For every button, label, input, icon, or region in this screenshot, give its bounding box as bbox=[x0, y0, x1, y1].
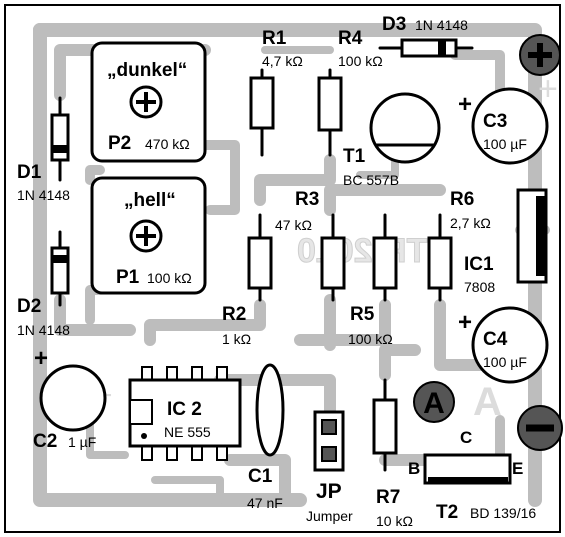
c2-plus: + bbox=[34, 345, 48, 372]
d2-value: 1N 4148 bbox=[17, 322, 70, 338]
r4-ref: R4 bbox=[338, 28, 363, 49]
resistor-r2: R2 1 kΩ bbox=[222, 213, 273, 347]
diode-d3: D3 1N 4148 bbox=[378, 14, 474, 58]
r3-value: 47 kΩ bbox=[275, 217, 312, 233]
t2-pin-e: E bbox=[512, 459, 523, 478]
d3-value: 1N 4148 bbox=[415, 17, 468, 33]
r1-value: 4,7 kΩ bbox=[262, 53, 303, 69]
output-terminal: A bbox=[413, 381, 455, 423]
ic2-value: NE 555 bbox=[164, 424, 211, 440]
resistor-r5: R5 100 kΩ bbox=[348, 213, 398, 347]
capacitor-c2: + C2 1 µF bbox=[33, 345, 107, 452]
jumper-jp: JP Jumper bbox=[306, 410, 353, 524]
r5-value: 100 kΩ bbox=[348, 331, 393, 347]
r5-ref: R5 bbox=[350, 304, 375, 325]
ic1-ref: IC1 bbox=[464, 254, 494, 275]
p2-caption: „dunkel“ bbox=[107, 60, 187, 81]
d1-value: 1N 4148 bbox=[17, 187, 70, 203]
timer-ic2: IC 2 NE 555 bbox=[128, 366, 242, 461]
d3-ref: D3 bbox=[382, 14, 406, 35]
resistor-r6: R6 2,7 kΩ bbox=[427, 189, 491, 302]
r6-value: 2,7 kΩ bbox=[450, 215, 491, 231]
capacitor-c4: + C4 100 µF bbox=[458, 306, 549, 384]
p1-ref: P1 bbox=[116, 267, 140, 288]
t2-value: BD 139/16 bbox=[470, 505, 536, 521]
diode-d1: D1 1N 4148 bbox=[17, 96, 70, 203]
p2-value: 470 kΩ bbox=[145, 136, 190, 152]
r2-ref: R2 bbox=[222, 304, 246, 325]
ghost-output-label: A bbox=[473, 380, 502, 424]
c2-ref: C2 bbox=[33, 431, 57, 452]
r4-value: 100 kΩ bbox=[338, 53, 383, 69]
t2-pin-c: C bbox=[460, 428, 472, 447]
capacitor-c3: + C3 100 µF bbox=[458, 87, 549, 165]
transistor-t2: C B E T2 BD 139/16 bbox=[408, 428, 536, 523]
r3-ref: R3 bbox=[295, 189, 319, 210]
c3-ref: C3 bbox=[483, 111, 507, 132]
p1-value: 100 kΩ bbox=[147, 270, 192, 286]
c2-value: 1 µF bbox=[68, 434, 96, 450]
c3-plus: + bbox=[458, 91, 472, 118]
resistor-r7: R7 10 kΩ bbox=[372, 378, 413, 529]
c1-value: 47 nF bbox=[247, 495, 283, 511]
potentiometer-p2: „dunkel“ P2 470 kΩ bbox=[90, 41, 207, 163]
power-plus-terminal bbox=[519, 34, 561, 76]
r7-value: 10 kΩ bbox=[376, 513, 413, 529]
potentiometer-p1: „hell“ P1 100 kΩ bbox=[90, 176, 207, 295]
d1-ref: D1 bbox=[17, 162, 42, 183]
capacitor-c1: C1 47 nF bbox=[247, 363, 285, 511]
c3-value: 100 µF bbox=[483, 136, 527, 152]
r2-value: 1 kΩ bbox=[222, 331, 251, 347]
p1-caption: „hell“ bbox=[124, 190, 176, 211]
c1-ref: C1 bbox=[248, 466, 273, 487]
t1-value: BC 557B bbox=[343, 172, 399, 188]
resistor-r4: R4 100 kΩ bbox=[317, 28, 383, 157]
p2-ref: P2 bbox=[108, 133, 131, 154]
power-minus-terminal bbox=[517, 405, 563, 451]
jp-value: Jumper bbox=[306, 508, 353, 524]
transistor-t1: T1 BC 557B bbox=[343, 92, 441, 188]
t2-ref: T2 bbox=[436, 502, 458, 523]
output-terminal-label: A bbox=[423, 387, 445, 420]
ghost-plus-top: + bbox=[538, 70, 558, 108]
ic2-ref: IC 2 bbox=[167, 399, 202, 420]
t2-pin-b: B bbox=[408, 459, 420, 478]
regulator-ic1: IC1 7808 bbox=[464, 188, 548, 295]
r6-ref: R6 bbox=[450, 189, 474, 210]
c4-ref: C4 bbox=[483, 329, 508, 350]
diode-d2: D2 1N 4148 bbox=[17, 230, 70, 338]
resistor-r3: R3 47 kΩ bbox=[275, 189, 346, 302]
resistor-r1: R1 4,7 kΩ bbox=[249, 28, 303, 157]
c4-plus: + bbox=[458, 309, 472, 336]
r1-ref: R1 bbox=[262, 28, 287, 49]
d2-ref: D2 bbox=[17, 296, 41, 317]
r7-ref: R7 bbox=[376, 487, 400, 508]
t1-ref: T1 bbox=[343, 146, 366, 167]
ic1-value: 7808 bbox=[464, 279, 495, 295]
jp-ref: JP bbox=[316, 480, 342, 503]
c4-value: 100 µF bbox=[483, 354, 527, 370]
